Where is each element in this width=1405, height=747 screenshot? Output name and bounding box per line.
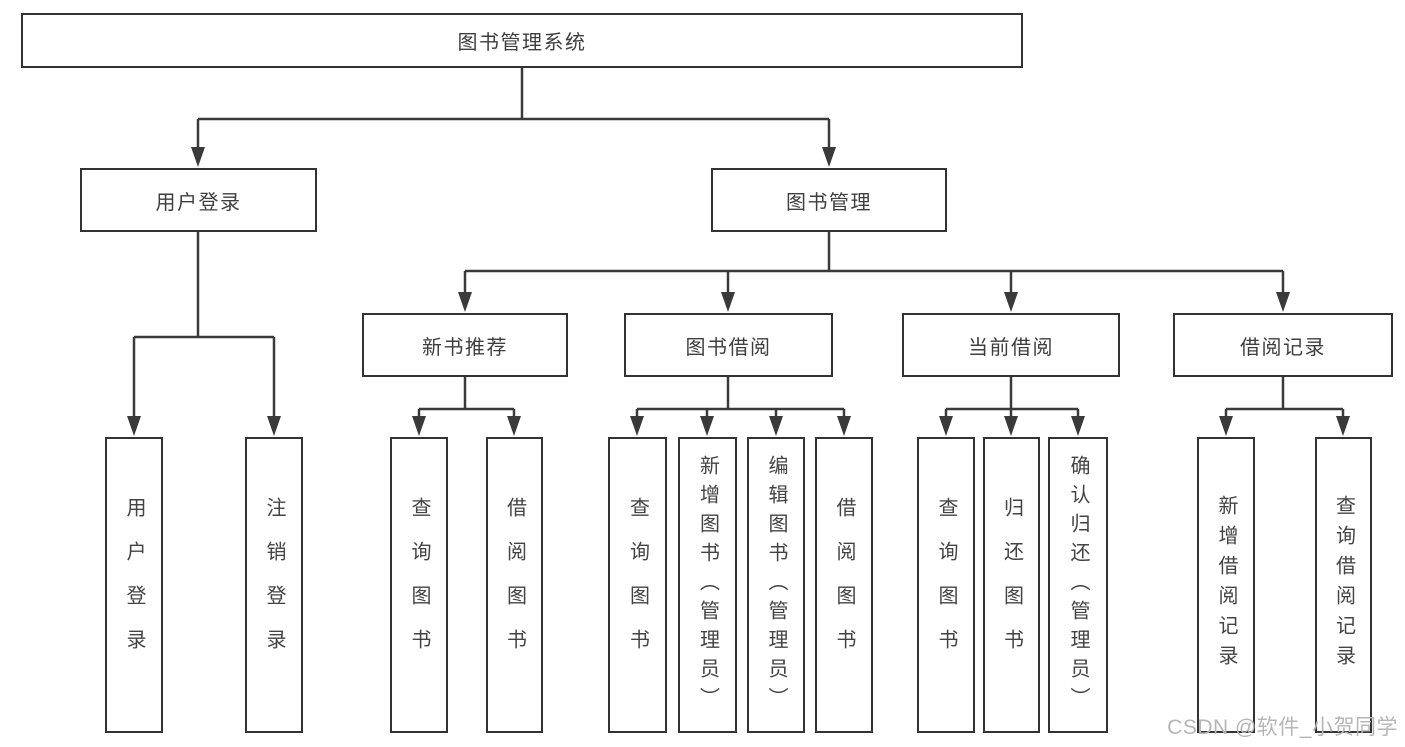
- node-book-borrow-label: 图书借阅: [685, 336, 772, 359]
- leaf-confirm-return-admin-label: 确认归还（管理员）: [1067, 454, 1089, 716]
- arrow-down-icon: [700, 416, 714, 436]
- node-current-borrow-label: 当前借阅: [968, 336, 1054, 359]
- leaf-borrow-books-2: 借阅图书: [815, 437, 873, 733]
- leaf-add-book-admin: 新增图书（管理员）: [678, 437, 737, 733]
- leaf-return-book-label: 归还图书: [1000, 497, 1023, 673]
- arrow-down-icon: [769, 416, 783, 436]
- node-root-label: 图书管理系统: [457, 32, 587, 54]
- leaf-query-books-2-label: 查询图书: [626, 497, 649, 673]
- leaf-query-books-1-label: 查询图书: [408, 497, 430, 673]
- arrow-down-icon: [507, 416, 521, 436]
- leaf-query-books-2: 查询图书: [608, 437, 667, 733]
- node-book-borrow: 图书借阅: [624, 313, 833, 377]
- node-current-borrow: 当前借阅: [902, 313, 1120, 377]
- node-book-management: 图书管理: [711, 168, 947, 232]
- leaf-add-book-admin-label: 新增图书（管理员）: [696, 454, 719, 716]
- arrow-down-icon: [1219, 416, 1233, 436]
- leaf-edit-book-admin: 编辑图书（管理员）: [747, 437, 805, 733]
- node-user-login: 用户登录: [80, 168, 317, 232]
- leaf-query-books-3: 查询图书: [917, 437, 975, 733]
- arrow-down-icon: [1004, 292, 1018, 312]
- leaf-user-login: 用户登录: [105, 437, 163, 733]
- leaf-logout-label: 注销登录: [263, 497, 285, 673]
- watermark: CSDN @软件_小贺同学: [1167, 716, 1398, 739]
- leaf-query-borrow-record: 查询借阅记录: [1315, 437, 1372, 733]
- arrow-down-icon: [1071, 416, 1085, 436]
- leaf-borrow-books-1-label: 借阅图书: [503, 497, 526, 673]
- arrow-down-icon: [1276, 292, 1290, 312]
- arrow-down-icon: [939, 416, 953, 436]
- arrow-down-icon: [191, 147, 205, 167]
- arrow-down-icon: [458, 292, 472, 312]
- leaf-add-borrow-record: 新增借阅记录: [1197, 437, 1255, 733]
- leaf-edit-book-admin-label: 编辑图书（管理员）: [765, 454, 787, 716]
- leaf-confirm-return-admin: 确认归还（管理员）: [1048, 437, 1108, 733]
- leaf-user-login-label: 用户登录: [123, 497, 145, 673]
- arrow-down-icon: [267, 416, 281, 436]
- leaf-query-books-1: 查询图书: [390, 437, 448, 733]
- node-new-book-recommend-label: 新书推荐: [422, 336, 508, 359]
- arrow-down-icon: [630, 416, 644, 436]
- arrow-down-icon: [412, 416, 426, 436]
- node-root: 图书管理系统: [21, 13, 1023, 68]
- arrow-down-icon: [721, 292, 735, 312]
- leaf-add-borrow-record-label: 新增借阅记录: [1215, 495, 1237, 675]
- node-new-book-recommend: 新书推荐: [362, 313, 568, 377]
- leaf-return-book: 归还图书: [983, 437, 1040, 733]
- node-book-management-label: 图书管理: [786, 191, 872, 214]
- arrow-down-icon: [837, 416, 851, 436]
- node-borrow-records-label: 借阅记录: [1240, 336, 1326, 359]
- leaf-borrow-books-2-label: 借阅图书: [833, 497, 855, 673]
- arrow-down-icon: [127, 416, 141, 436]
- node-borrow-records: 借阅记录: [1173, 313, 1393, 377]
- leaf-borrow-books-1: 借阅图书: [486, 437, 543, 733]
- arrow-down-icon: [1336, 416, 1350, 436]
- leaf-query-books-3-label: 查询图书: [935, 497, 957, 673]
- arrow-down-icon: [822, 147, 836, 167]
- node-user-login-label: 用户登录: [155, 191, 242, 214]
- leaf-query-borrow-record-label: 查询借阅记录: [1332, 495, 1355, 675]
- arrow-down-icon: [1004, 416, 1018, 436]
- leaf-logout: 注销登录: [245, 437, 303, 733]
